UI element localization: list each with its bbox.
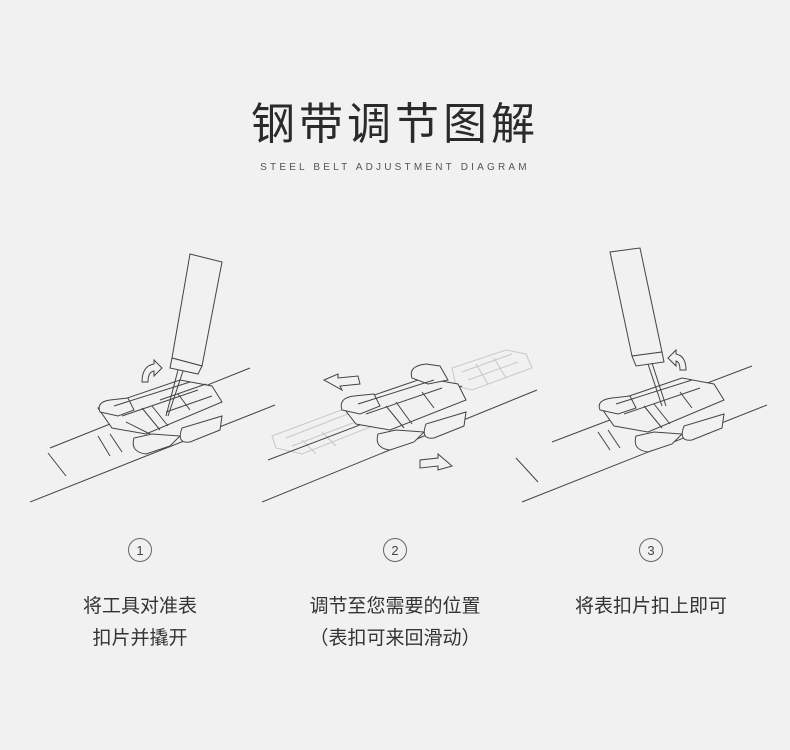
step-3-number: 3 xyxy=(639,538,663,562)
step-2-caption: 调节至您需要的位置 （表扣可来回滑动） xyxy=(275,590,515,654)
step-1-number: 1 xyxy=(128,538,152,562)
right-arrow-icon xyxy=(419,452,454,471)
step-1-caption: 将工具对准表 扣片并撬开 xyxy=(20,590,260,654)
step-1-line-1: 将工具对准表 xyxy=(82,595,197,617)
step-1-illustration xyxy=(30,253,276,503)
step-3-line-1: 将表扣片扣上即可 xyxy=(574,595,727,617)
curved-arrow-icon xyxy=(141,358,163,383)
left-arrow-icon xyxy=(322,373,361,392)
step-3-illustration xyxy=(515,247,768,503)
step-2-line-1: 调节至您需要的位置 xyxy=(309,595,481,617)
step-1-line-2: 扣片并撬开 xyxy=(92,627,188,649)
step-2-number: 2 xyxy=(383,538,407,562)
pry-tool-icon xyxy=(165,253,223,417)
curved-arrow-icon xyxy=(667,348,687,371)
pry-tool-icon xyxy=(609,247,667,407)
step-2-line-2: （表扣可来回滑动） xyxy=(309,627,481,649)
page-title: 钢带调节图解 xyxy=(251,99,539,150)
page-subtitle: STEEL BELT ADJUSTMENT DIAGRAM xyxy=(260,162,530,173)
step-2-illustration xyxy=(262,349,538,503)
step-3-caption: 将表扣片扣上即可 xyxy=(531,590,771,622)
